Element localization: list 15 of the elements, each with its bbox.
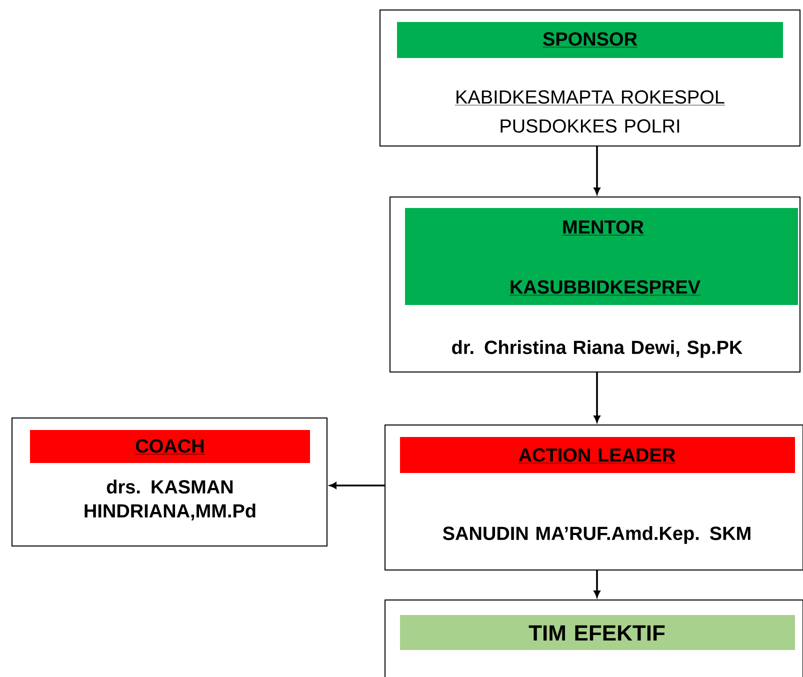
name-text: dr. Christina Riana Dewi, Sp.PK — [452, 340, 742, 358]
heading-text: COACH — [134, 439, 206, 454]
heading-text: KASUBBIDKESPREV — [509, 280, 701, 296]
name-text: PUSDOKKES POLRI — [500, 119, 680, 133]
heading-text: MENTOR — [562, 220, 644, 236]
name-text: SANUDIN MA’RUF.Amd.Kep. SKM — [442, 526, 750, 544]
arrow — [594, 146, 600, 194]
name-text: KABIDKESMAPTA ROKESPOL — [454, 90, 726, 106]
heading-text: ACTION LEADER — [518, 448, 676, 464]
name-text: drs. KASMAN HINDRIANA,MM.Pd — [84, 480, 256, 520]
arrow — [330, 482, 384, 489]
heading-text: SPONSOR — [542, 32, 638, 48]
arrow — [594, 570, 600, 598]
heading-text: TIM EFEKTIF — [528, 625, 665, 641]
arrow — [594, 372, 600, 422]
